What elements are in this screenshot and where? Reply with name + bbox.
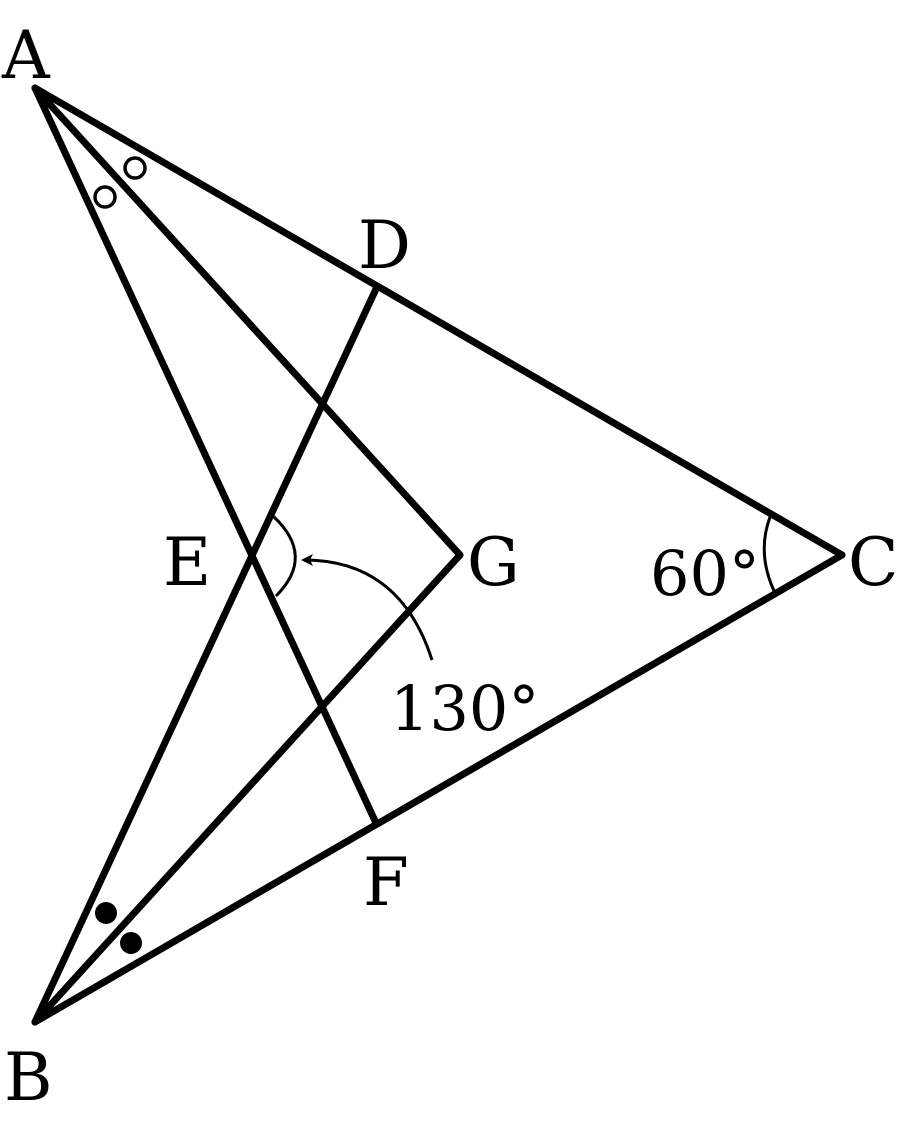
segment-ac — [31, 84, 846, 559]
segment-bc — [31, 551, 846, 1026]
angle-mark-b-2 — [120, 932, 142, 954]
angle-arc-e — [271, 514, 297, 598]
segment-af — [31, 84, 380, 827]
angle-arc-c — [762, 516, 778, 596]
angle-pointer-arrow — [301, 554, 434, 661]
angle-mark-a-1 — [93, 185, 117, 209]
segment-bd — [31, 285, 380, 1026]
label-d: D — [358, 207, 411, 284]
label-e: E — [163, 524, 211, 601]
label-f: F — [363, 844, 409, 921]
label-c: C — [848, 524, 899, 601]
segment-bg — [31, 551, 464, 1026]
label-g: G — [467, 524, 520, 601]
segment-ag — [31, 84, 464, 559]
angle-mark-a-2 — [123, 156, 147, 180]
label-b: B — [4, 1039, 53, 1116]
angle-label-c: 60° — [650, 537, 760, 610]
label-a: A — [1, 17, 51, 94]
angle-label-e: 130° — [390, 672, 539, 745]
angle-mark-b-1 — [95, 902, 117, 924]
